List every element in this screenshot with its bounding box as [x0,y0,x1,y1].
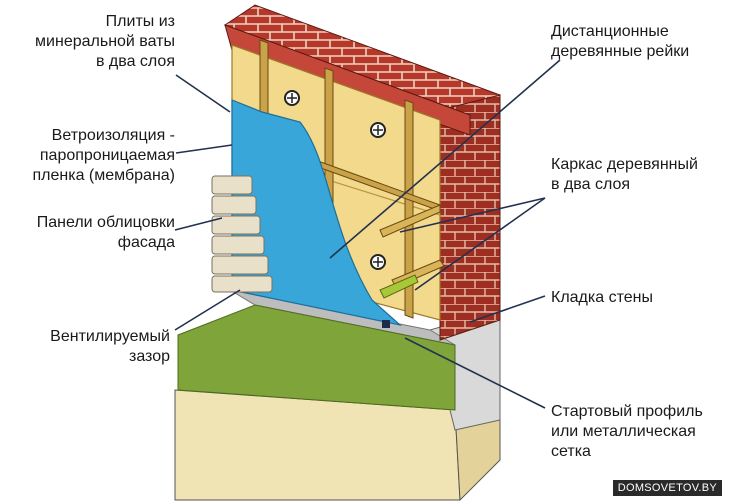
label-mineral-wool: Плиты из минеральной ваты в два слоя [35,13,175,70]
label-ventilated-gap: Вентилируемый зазор [50,328,170,365]
wind-membrane [231,99,403,327]
label-masonry: Кладка стены [551,289,653,306]
watermark: DOMSOVETOV.BY [612,480,722,496]
label-facade-panels: Панели облицовки фасада [36,214,175,251]
label-wind-barrier: Ветроизоляция - паропроницаемая пленка (… [32,127,176,184]
lawn [177,304,456,411]
label-wood-frame: Каркас деревянный в два слоя [551,156,698,193]
leader-lines [174,59,561,409]
insulation-dowels [284,90,386,270]
profile-marker [382,320,390,328]
starter-profile [379,274,419,299]
facade-cladding-panels [211,175,273,293]
label-spacer-battens: Дистанционные деревянные рейки [551,23,690,60]
label-starter-profile: Стартовый профиль или металлическая сетк… [551,403,703,460]
